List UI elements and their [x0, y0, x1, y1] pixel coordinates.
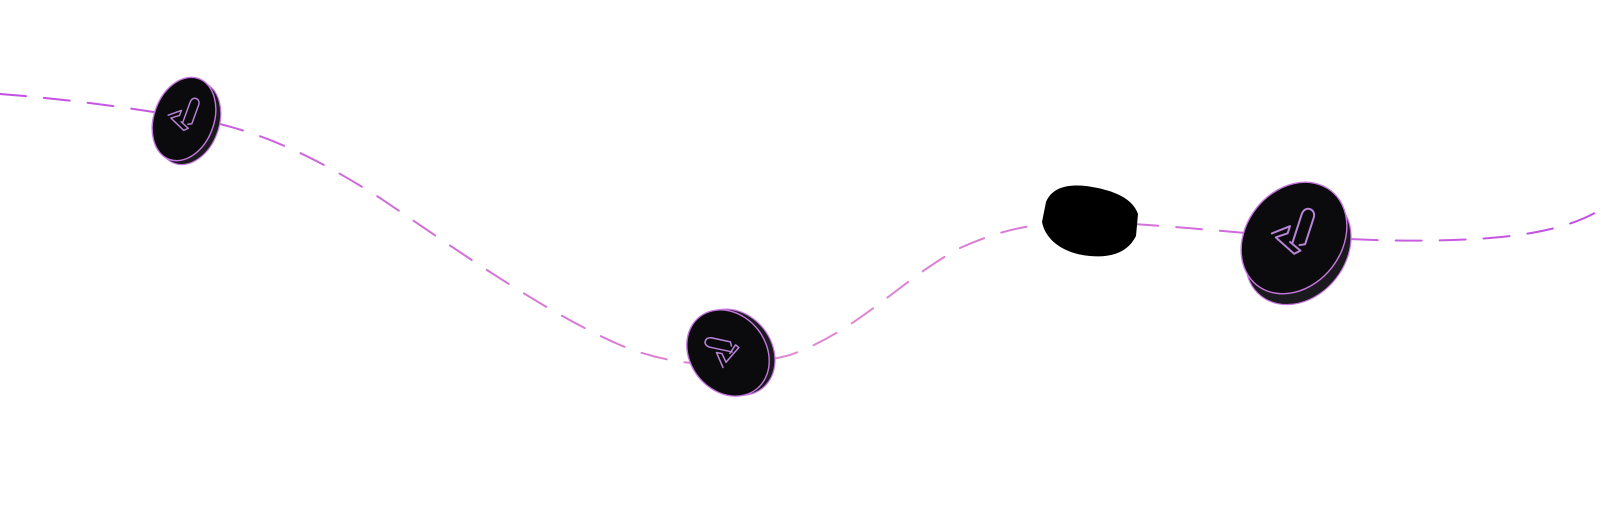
token-coin-icon: [151, 76, 222, 166]
blob-shape: [1042, 185, 1138, 257]
brand-logo-icon: [704, 337, 740, 369]
dashed-trajectory-line: [0, 93, 1600, 366]
token-coin-icon: [686, 308, 776, 397]
brand-logo-icon: [167, 97, 200, 132]
token-coin-icon: [1240, 181, 1352, 306]
brand-logo-icon: [1270, 207, 1316, 255]
